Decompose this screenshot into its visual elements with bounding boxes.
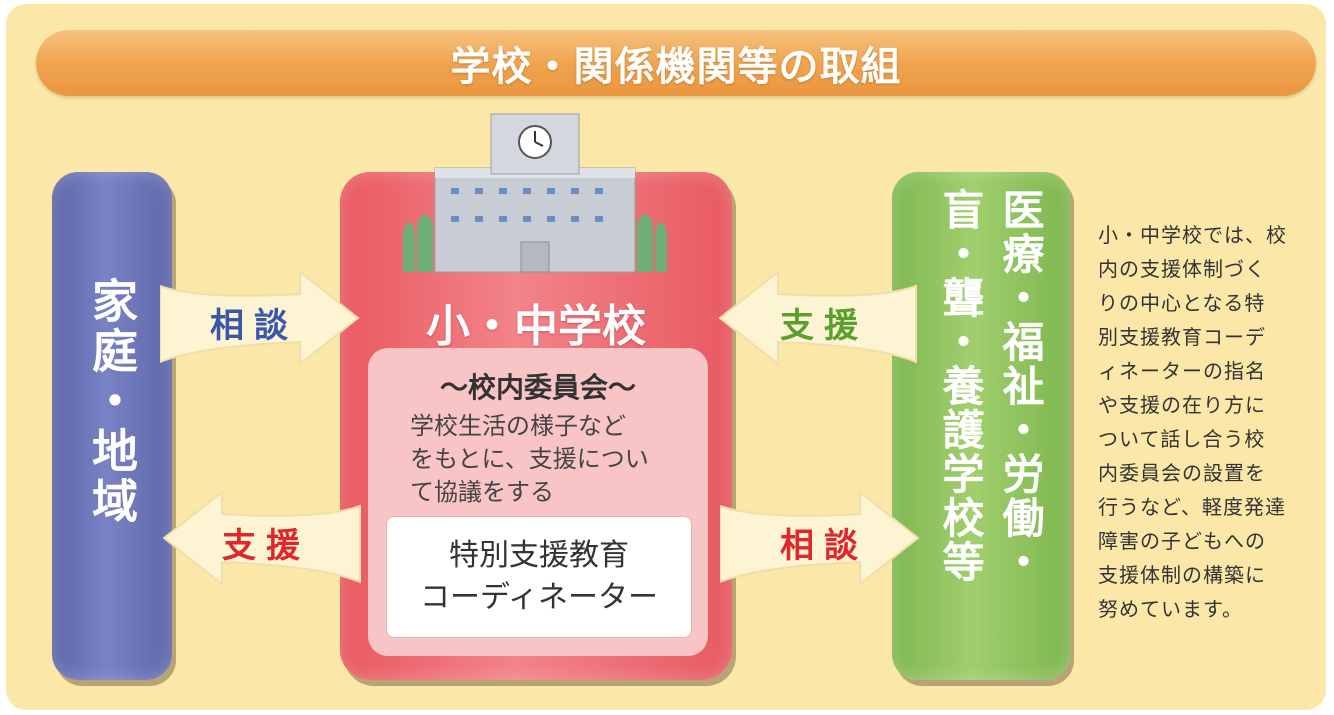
committee-box: 〜校内委員会〜 学校生活の様子など をもとに、支援につい て協議をする 特別支援… [368, 348, 708, 656]
note-line: りの中心となる特 [1098, 291, 1266, 315]
committee-line: 学校生活の様子など [410, 412, 626, 440]
arrow-family-to-school [160, 270, 360, 366]
agencies-box: 医療・福祉・労働・ 盲・聾・養護学校等 [892, 172, 1070, 680]
agencies-line-1: 医療・福祉・労働・ [996, 188, 1045, 584]
note-line: 行うなど、軽度発達 [1098, 495, 1286, 519]
note-line: や支援の在り方に [1098, 393, 1266, 417]
note-line: 努めています。 [1098, 597, 1243, 621]
arrow-agency-to-school [718, 270, 918, 366]
committee-line: て協議をする [410, 478, 554, 506]
family-community-box: 家庭・地域 [52, 172, 172, 680]
note-line: ついて話し合う校 [1098, 427, 1266, 451]
note-line: 内の支援体制づく [1098, 257, 1266, 281]
agencies-line-2: 盲・聾・養護学校等 [936, 188, 985, 584]
note-line: 内委員会の設置を [1098, 461, 1266, 485]
school-title: 小・中学校 [426, 301, 646, 352]
coordinator-box: 特別支援教育 コーディネーター [386, 516, 692, 638]
arrow-school-to-agency [720, 490, 920, 586]
arrow-label-consult-right: 相談 [780, 526, 868, 566]
family-community-label: 家庭・地域 [85, 277, 139, 527]
note-line: 支援体制の構築に [1098, 563, 1266, 587]
coordinator-line: コーディネーター [420, 580, 658, 615]
arrow-label-consult-left: 相談 [210, 306, 298, 346]
title-bar: 学校・関係機関等の取組 [36, 30, 1316, 96]
committee-heading: 〜校内委員会〜 [439, 371, 636, 404]
committee-line: をもとに、支援につい [410, 445, 649, 473]
arrow-school-to-family [162, 490, 362, 586]
school-building-icon [395, 112, 675, 276]
committee-description: 学校生活の様子など をもとに、支援につい て協議をする [410, 410, 690, 509]
note-line: ィネーターの指名 [1098, 359, 1266, 383]
note-line: 障害の子どもへの [1098, 529, 1266, 553]
note-line: 別支援教育コーデ [1098, 325, 1266, 349]
coordinator-line: 特別支援教育 [449, 538, 629, 573]
arrow-label-support-right: 支援 [780, 306, 868, 346]
page-title: 学校・関係機関等の取組 [450, 44, 902, 90]
arrow-label-support-left: 支援 [222, 526, 310, 566]
side-note: 小・中学校では、校 内の支援体制づく りの中心となる特 別支援教育コーデ ィネー… [1098, 218, 1308, 626]
agencies-text: 医療・福祉・労働・ 盲・聾・養護学校等 [910, 188, 1050, 668]
note-line: 小・中学校では、校 [1098, 223, 1287, 247]
